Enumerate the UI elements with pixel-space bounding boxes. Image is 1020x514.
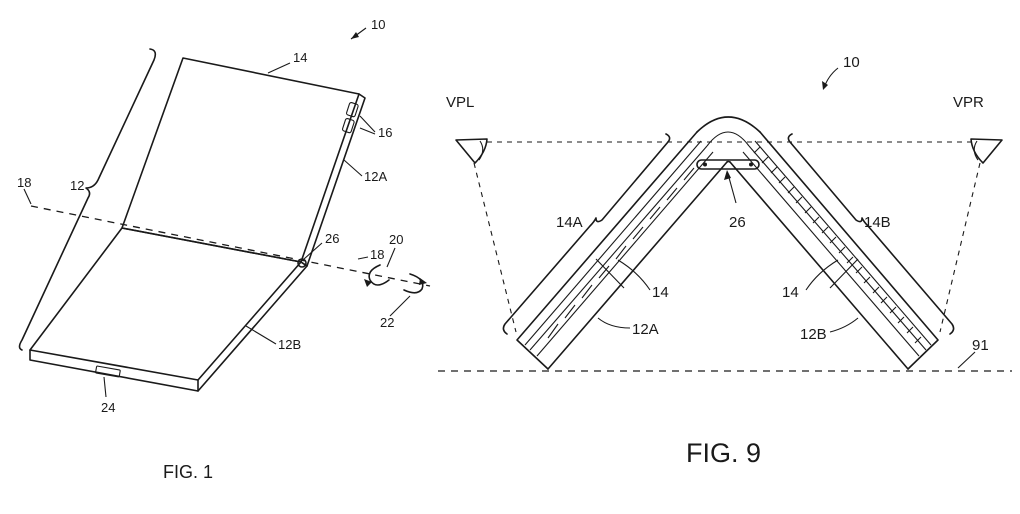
- fig9-label-display-left-inner: 14: [652, 284, 669, 301]
- fig9-viewer-left: [455, 138, 488, 164]
- fig1-label-rotation-ccw: 22: [380, 315, 394, 330]
- fig9-sight-right: [939, 162, 981, 333]
- fig9-label-hinge: 26: [729, 214, 746, 231]
- fig9-viewer-right: [970, 138, 1003, 164]
- fig1-label-bracket: 12: [70, 178, 84, 193]
- fig9-drawing: 10 91 VPL VPR: [438, 54, 1012, 468]
- fig9-label-housing-right: 12B: [800, 326, 827, 343]
- fig9-label-viewer-right: VPR: [953, 94, 984, 111]
- fig1-label-axis-right: 18: [370, 247, 384, 262]
- fig1-fold-axis: [30, 205, 431, 287]
- fig1-caption: FIG. 1: [163, 462, 213, 482]
- fig1-lower-panel: [29, 227, 308, 398]
- fig9-label-display-right: 14B: [864, 214, 891, 231]
- fig9-label-device: 10: [843, 54, 860, 71]
- fig1-label-hinge: 26: [325, 231, 339, 246]
- fig9-label-housing-left: 12A: [632, 321, 659, 338]
- fig1-side-button-upper: [346, 102, 359, 118]
- fig9-reference-arrow: [822, 67, 839, 90]
- fig1-drawing: 10: [17, 17, 431, 482]
- fig9-label-viewer-left: VPL: [446, 94, 474, 111]
- fig9-left-wing: [516, 131, 728, 370]
- fig1-label-housing-b: 12B: [278, 337, 301, 352]
- fig1-reference-arrow: [350, 27, 367, 40]
- fig1-bracket: [18, 48, 157, 351]
- fig1-label-axis-left: 18: [17, 175, 31, 190]
- fig1-rotation-arrows: [364, 247, 427, 317]
- fig9-sight-left: [473, 162, 517, 333]
- fig9-label-display-left: 14A: [556, 214, 583, 231]
- fig1-label-port: 24: [101, 400, 115, 415]
- fig1-label-rotation-cw: 20: [389, 232, 403, 247]
- fig1-side-button-lower: [342, 118, 355, 134]
- fig9-caption: FIG. 9: [686, 438, 761, 468]
- fig9-label-display-right-inner: 14: [782, 284, 799, 301]
- fig1-label-display: 14: [293, 50, 307, 65]
- fig9-hinge-curve: [696, 116, 761, 133]
- fig9-label-surface: 91: [972, 337, 989, 354]
- fig1-label-housing-a: 12A: [364, 169, 387, 184]
- fig9-right-wing: [729, 131, 939, 370]
- fig1-label-device: 10: [371, 17, 385, 32]
- fig9-bracket-right: [787, 133, 955, 335]
- fig9-bracket-left: [502, 133, 671, 335]
- fig1-hinge: [297, 258, 307, 268]
- fig1-port: [95, 365, 121, 378]
- fig1-label-buttons: 16: [378, 125, 392, 140]
- fig9-hinge: [696, 159, 760, 204]
